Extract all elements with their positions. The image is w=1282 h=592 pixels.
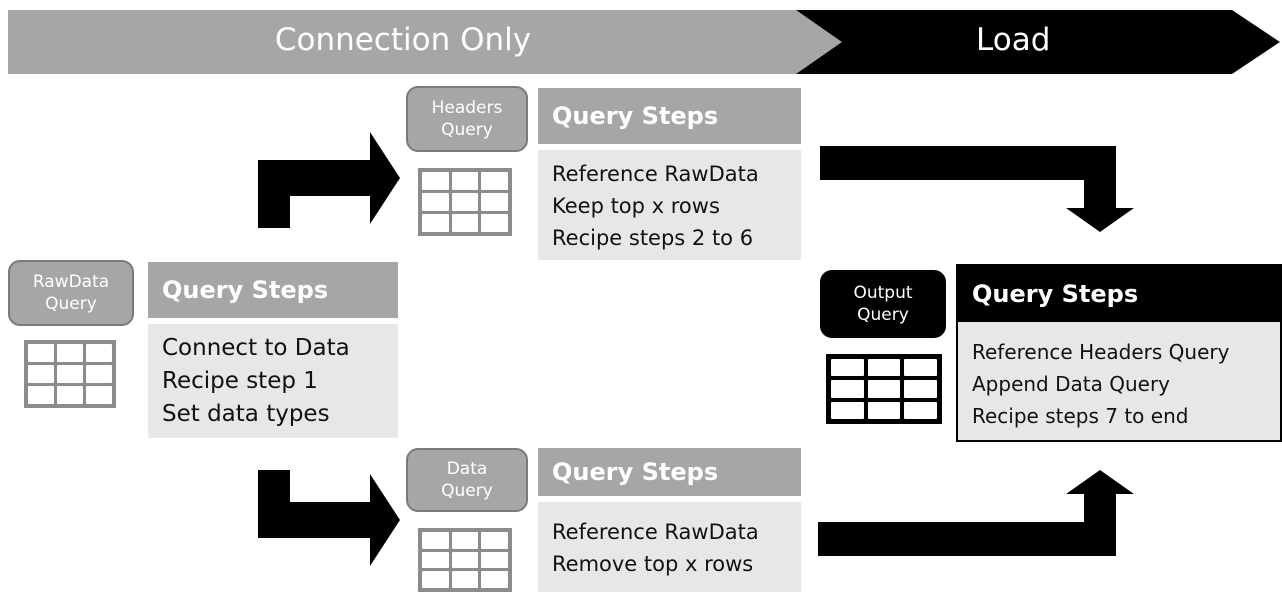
rawdata-table-icon	[24, 340, 116, 408]
headers-step-2: Keep top x rows	[552, 194, 720, 218]
headers-step-1: Reference RawData	[552, 162, 759, 186]
arrow-rawdata-to-headers	[258, 132, 400, 228]
data-steps-title: Query Steps	[538, 448, 801, 496]
data-step-1: Reference RawData	[552, 520, 759, 544]
output-step-3: Recipe steps 7 to end	[972, 404, 1189, 428]
headers-table-icon	[418, 168, 512, 236]
banner-connection-only-label: Connection Only	[274, 22, 532, 58]
data-steps-list: Reference RawData Remove top x rows	[538, 502, 801, 592]
headers-query-label-line2: Query	[441, 120, 493, 140]
headers-steps-list: Reference RawData Keep top x rows Recipe…	[538, 150, 801, 260]
rawdata-query-label-line2: Query	[45, 294, 97, 314]
rawdata-step-1: Connect to Data	[162, 335, 350, 361]
arrow-data-to-output	[818, 470, 1134, 556]
rawdata-steps-title: Query Steps	[148, 262, 398, 318]
output-steps-panel: Query Steps Reference Headers Query Appe…	[956, 264, 1282, 442]
rawdata-query-label-line1: RawData	[32, 272, 110, 292]
arrow-headers-to-output	[820, 146, 1134, 232]
banner-load-label: Load	[976, 22, 1051, 58]
data-query-label-line1: Data	[446, 459, 488, 479]
rawdata-step-3: Set data types	[162, 401, 330, 427]
rawdata-steps-list: Connect to Data Recipe step 1 Set data t…	[148, 324, 398, 438]
data-query-label: Data Query	[406, 448, 528, 512]
output-query-label-line1: Output	[853, 283, 913, 303]
output-query-label-line2: Query	[857, 305, 909, 325]
data-step-2: Remove top x rows	[552, 552, 754, 576]
data-table-icon	[418, 528, 512, 592]
output-steps-list: Reference Headers Query Append Data Quer…	[958, 322, 1280, 440]
banner-connection-only: Connection Only	[8, 10, 844, 74]
banner-load: Load	[796, 10, 1280, 74]
output-query-label: Output Query	[820, 270, 946, 338]
arrow-rawdata-to-data	[258, 470, 400, 566]
rawdata-step-2: Recipe step 1	[162, 368, 318, 394]
output-steps-title: Query Steps	[958, 266, 1280, 322]
headers-query-label: Headers Query	[406, 86, 528, 152]
headers-step-3: Recipe steps 2 to 6	[552, 226, 754, 250]
output-step-1: Reference Headers Query	[972, 340, 1230, 364]
rawdata-query-label: RawData Query	[8, 260, 134, 326]
data-query-label-line2: Query	[441, 481, 493, 501]
output-table-icon	[826, 354, 942, 424]
headers-query-label-line1: Headers	[431, 98, 503, 118]
headers-steps-title: Query Steps	[538, 88, 801, 144]
output-step-2: Append Data Query	[972, 372, 1170, 396]
